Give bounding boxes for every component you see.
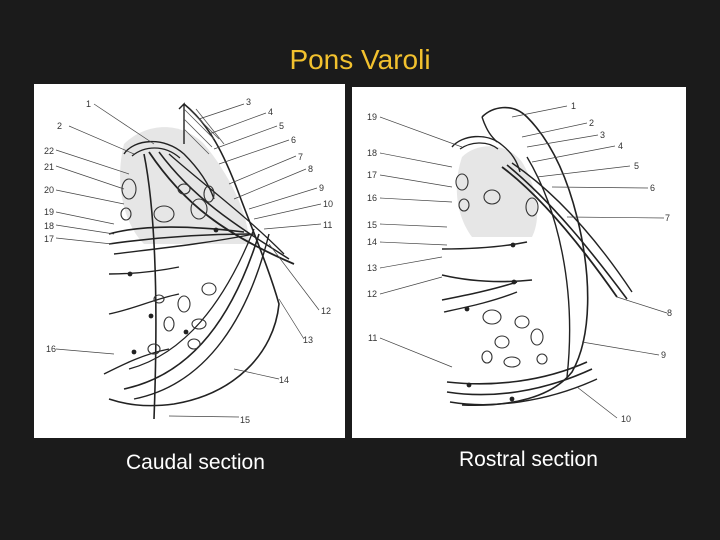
caudal-label-5: 5 <box>279 121 284 131</box>
rostral-label-12: 12 <box>367 289 377 299</box>
caudal-label-6: 6 <box>291 135 296 145</box>
caudal-label-13: 13 <box>303 335 313 345</box>
rostral-label-15: 15 <box>367 220 377 230</box>
caudal-section-drawing: 1 2 3 4 5 6 7 8 9 10 11 12 13 14 15 16 1… <box>44 97 333 425</box>
caudal-label-18: 18 <box>44 221 54 231</box>
caudal-section-caption: Caudal section <box>126 451 265 474</box>
caudal-label-22: 22 <box>44 146 54 156</box>
rostral-label-7: 7 <box>665 213 670 223</box>
slide-title: Pons Varoli <box>289 44 431 75</box>
caudal-label-1: 1 <box>86 99 91 109</box>
rostral-label-6: 6 <box>650 183 655 193</box>
caudal-label-2: 2 <box>57 121 62 131</box>
rostral-label-9: 9 <box>661 350 666 360</box>
caudal-label-8: 8 <box>308 164 313 174</box>
caudal-label-19: 19 <box>44 207 54 217</box>
rostral-section-diagram: 1 2 3 4 5 6 7 8 9 10 11 12 13 14 15 16 1… <box>352 87 686 438</box>
rostral-label-10: 10 <box>621 414 631 424</box>
caudal-section-diagram: 1 2 3 4 5 6 7 8 9 10 11 12 13 14 15 16 1… <box>34 84 345 438</box>
caudal-label-10: 10 <box>323 199 333 209</box>
rostral-label-1: 1 <box>571 101 576 111</box>
caudal-label-20: 20 <box>44 185 54 195</box>
rostral-label-8: 8 <box>667 308 672 318</box>
caudal-label-9: 9 <box>319 183 324 193</box>
rostral-label-3: 3 <box>600 130 605 140</box>
rostral-label-13: 13 <box>367 263 377 273</box>
caudal-label-4: 4 <box>268 107 273 117</box>
rostral-label-14: 14 <box>367 237 377 247</box>
rostral-label-11: 11 <box>368 333 377 343</box>
rostral-section-caption: Rostral section <box>459 448 598 471</box>
caudal-label-11: 11 <box>323 220 332 230</box>
caudal-label-7: 7 <box>298 152 303 162</box>
caudal-label-16: 16 <box>46 344 56 354</box>
caudal-label-15: 15 <box>240 415 250 425</box>
rostral-label-17: 17 <box>367 170 377 180</box>
rostral-label-2: 2 <box>589 118 594 128</box>
rostral-section-drawing: 1 2 3 4 5 6 7 8 9 10 11 12 13 14 15 16 1… <box>367 101 672 424</box>
caudal-label-3: 3 <box>246 97 251 107</box>
caudal-label-17: 17 <box>44 234 54 244</box>
rostral-label-18: 18 <box>367 148 377 158</box>
rostral-label-4: 4 <box>618 141 623 151</box>
caudal-label-21: 21 <box>44 162 54 172</box>
caudal-label-12: 12 <box>321 306 331 316</box>
caudal-label-14: 14 <box>279 375 289 385</box>
rostral-label-5: 5 <box>634 161 639 171</box>
rostral-label-16: 16 <box>367 193 377 203</box>
rostral-label-19: 19 <box>367 112 377 122</box>
